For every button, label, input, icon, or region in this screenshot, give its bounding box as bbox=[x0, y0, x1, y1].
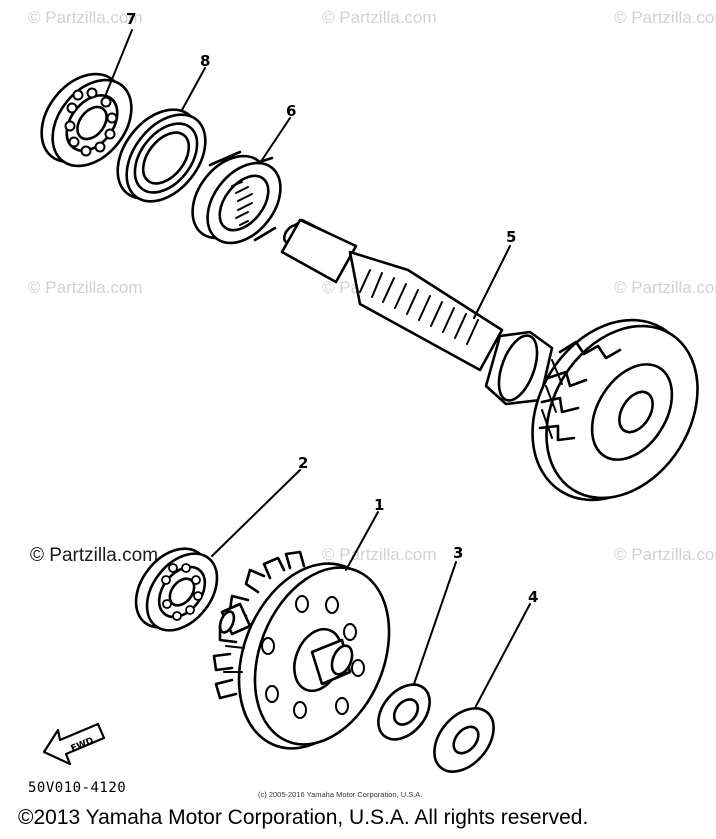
leader-6 bbox=[261, 117, 291, 161]
callout-3: 3 bbox=[453, 544, 464, 562]
small-copyright: (c) 2005-2016 Yamaha Motor Corporation, … bbox=[258, 790, 423, 799]
watermark-middle-right: © Partzilla.com bbox=[614, 278, 716, 297]
washer-part-4 bbox=[433, 707, 495, 773]
oil-seal-part-8 bbox=[116, 108, 207, 203]
watermark-lower-right: © Partzilla.com bbox=[614, 545, 716, 564]
callout-2: 2 bbox=[298, 454, 309, 472]
leader-2 bbox=[211, 469, 301, 557]
gear-part-1 bbox=[212, 550, 391, 750]
leader-8 bbox=[181, 67, 206, 111]
diagram-code: 50V010-4120 bbox=[28, 780, 127, 796]
callout-6: 6 bbox=[286, 102, 297, 120]
washer-part-3 bbox=[377, 683, 431, 741]
watermark-lower-left: © Partzilla.com bbox=[30, 545, 159, 566]
callout-4: 4 bbox=[528, 588, 539, 606]
roller-bearing-part-6 bbox=[191, 150, 282, 245]
bearing-part-2 bbox=[134, 547, 219, 632]
callout-1: 1 bbox=[374, 496, 385, 514]
watermark-top-left: © Partzilla.com bbox=[28, 8, 143, 27]
leader-3 bbox=[413, 561, 457, 685]
leader-1 bbox=[345, 511, 379, 571]
watermark-top-center: © Partzilla.com bbox=[322, 8, 437, 27]
callout-7: 7 bbox=[126, 10, 137, 28]
leader-7 bbox=[105, 29, 133, 95]
callout-5: 5 bbox=[506, 228, 517, 246]
fwd-arrow-icon bbox=[42, 722, 106, 766]
watermark-lower-center: © Partzilla.com bbox=[322, 545, 437, 564]
watermark-middle-left: © Partzilla.com bbox=[28, 278, 143, 297]
shaft-part-5 bbox=[280, 218, 699, 502]
leader-4 bbox=[475, 603, 531, 707]
footer-copyright: ©2013 Yamaha Motor Corporation, U.S.A. A… bbox=[18, 806, 589, 829]
leader-5 bbox=[473, 245, 511, 319]
watermark-top-right: © Partzilla.com bbox=[614, 8, 716, 27]
callout-8: 8 bbox=[200, 52, 211, 70]
